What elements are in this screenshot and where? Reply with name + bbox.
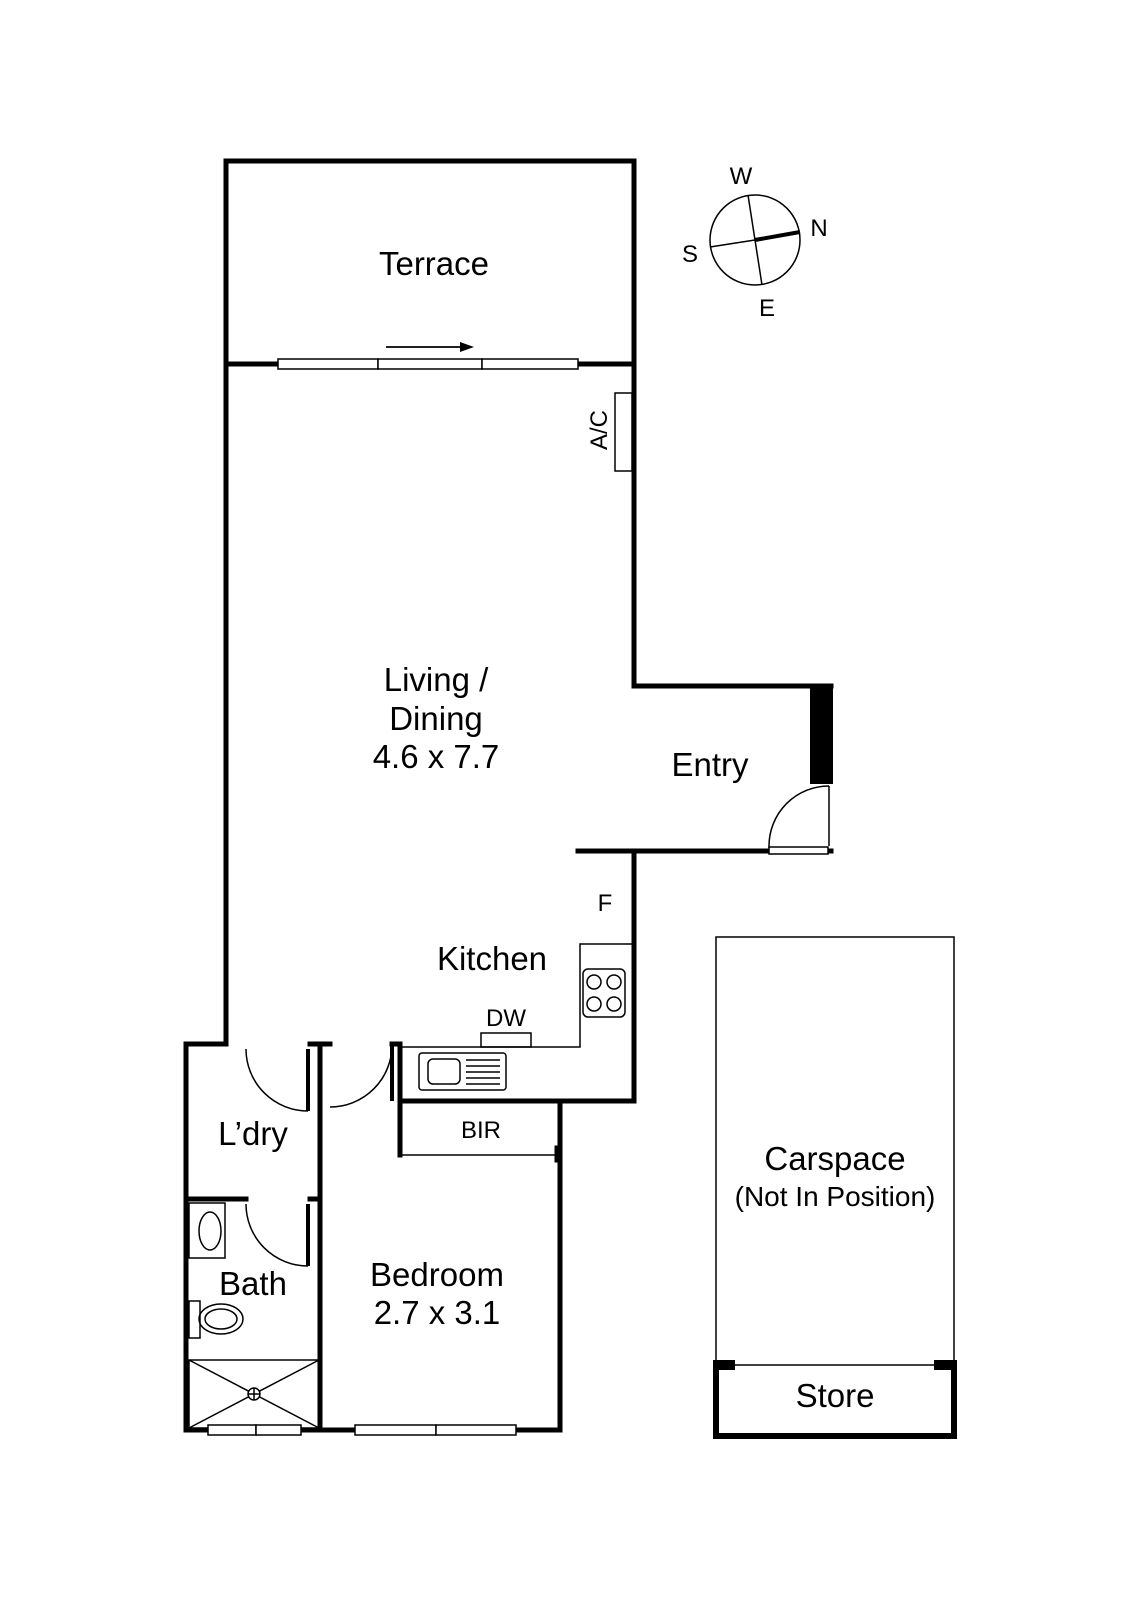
living-label-line2: Dining xyxy=(389,700,483,737)
bath-window xyxy=(207,1424,257,1436)
cooktop-icon xyxy=(582,968,626,1018)
ac-label: A/C xyxy=(586,410,613,450)
compass-east: E xyxy=(759,295,775,322)
kitchen-label: Kitchen xyxy=(437,940,547,977)
fridge-label: F xyxy=(598,890,613,917)
entry-door-swing xyxy=(768,785,830,848)
entry-wall-block xyxy=(810,686,833,784)
lower-outer-wall xyxy=(183,1041,563,1433)
dishwasher xyxy=(480,1032,532,1048)
bath-door-swing xyxy=(245,1203,309,1267)
terrace-label: Terrace xyxy=(379,245,489,282)
bedroom-window xyxy=(354,1424,437,1436)
entry-label: Entry xyxy=(671,746,749,783)
living-right-wall xyxy=(631,361,834,689)
store-walls xyxy=(713,1362,957,1439)
carspace-label: Carspace xyxy=(764,1140,905,1177)
carspace-area: Carspace (Not In Position) xyxy=(715,936,955,1366)
dishwasher-label: DW xyxy=(486,1005,526,1032)
sink-icon xyxy=(418,1052,507,1091)
laundry-door-swing xyxy=(245,1048,309,1112)
compass-rose: W N S E xyxy=(682,163,828,322)
compass-west: W xyxy=(730,163,753,190)
terrace-area: Terrace xyxy=(223,158,637,367)
compass-south: S xyxy=(682,241,698,268)
shower-icon xyxy=(188,1359,320,1429)
laundry-room: L’dry xyxy=(183,1041,333,1433)
entry-area: Entry xyxy=(575,686,833,855)
kitchen-area: F Kitchen DW xyxy=(400,890,632,1091)
bedroom-door xyxy=(329,1041,403,1108)
carspace-boundary xyxy=(715,936,955,1366)
arrow-head-icon xyxy=(460,342,474,352)
living-label-line1: Living / xyxy=(384,661,489,698)
basin-icon xyxy=(188,1202,226,1259)
bedroom: Bedroom 2.7 x 3.1 xyxy=(354,1256,517,1436)
bath-label: Bath xyxy=(219,1265,287,1302)
bathroom: Bath xyxy=(188,1202,320,1436)
terrace-boundary xyxy=(223,158,637,367)
bedroom-dimensions: 2.7 x 3.1 xyxy=(374,1294,501,1331)
carspace-note: (Not In Position) xyxy=(735,1181,936,1212)
bir-label: BIR xyxy=(461,1117,501,1144)
compass-north: N xyxy=(810,215,827,242)
bedroom-door-swing xyxy=(329,1044,393,1108)
kitchen-right-wall xyxy=(557,848,834,1104)
laundry-label: L’dry xyxy=(218,1115,288,1152)
store-label: Store xyxy=(796,1377,875,1414)
terrace-sliding-door xyxy=(277,342,579,370)
north-needle xyxy=(754,230,801,242)
air-conditioner: A/C xyxy=(586,392,633,472)
toilet-icon xyxy=(188,1300,244,1339)
compass-circle xyxy=(709,194,801,286)
living-dining-room: Living / Dining 4.6 x 7.7 xyxy=(373,661,500,775)
living-dimensions: 4.6 x 7.7 xyxy=(373,738,500,775)
built-in-robe: BIR xyxy=(402,1117,560,1163)
bedroom-label: Bedroom xyxy=(370,1256,504,1293)
store-area: Store xyxy=(713,1360,957,1439)
entry-door-leaf xyxy=(768,846,829,855)
